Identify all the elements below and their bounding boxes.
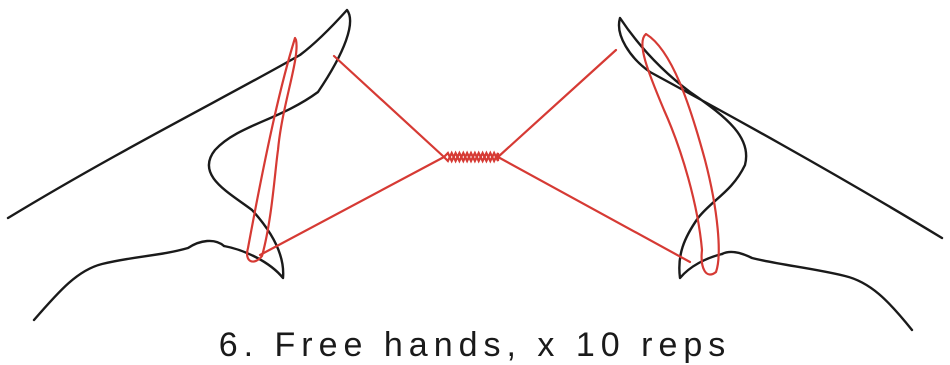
hands-string-illustration [0, 0, 950, 342]
left-hand-upper-outline [8, 10, 350, 278]
left-hand [8, 10, 350, 320]
string-figure [247, 34, 719, 275]
right-string-loop [642, 34, 718, 275]
string-lower-right [498, 157, 690, 262]
right-hand [619, 18, 942, 330]
string-upper-right [498, 50, 616, 157]
right-hand-lower-outline [722, 252, 912, 330]
string-lower-left [260, 157, 444, 255]
exercise-caption: 6. Free hands, x 10 reps [0, 326, 950, 365]
string-upper-left [334, 56, 444, 157]
string-twist [444, 153, 498, 161]
left-hand-lower-outline [34, 241, 224, 320]
